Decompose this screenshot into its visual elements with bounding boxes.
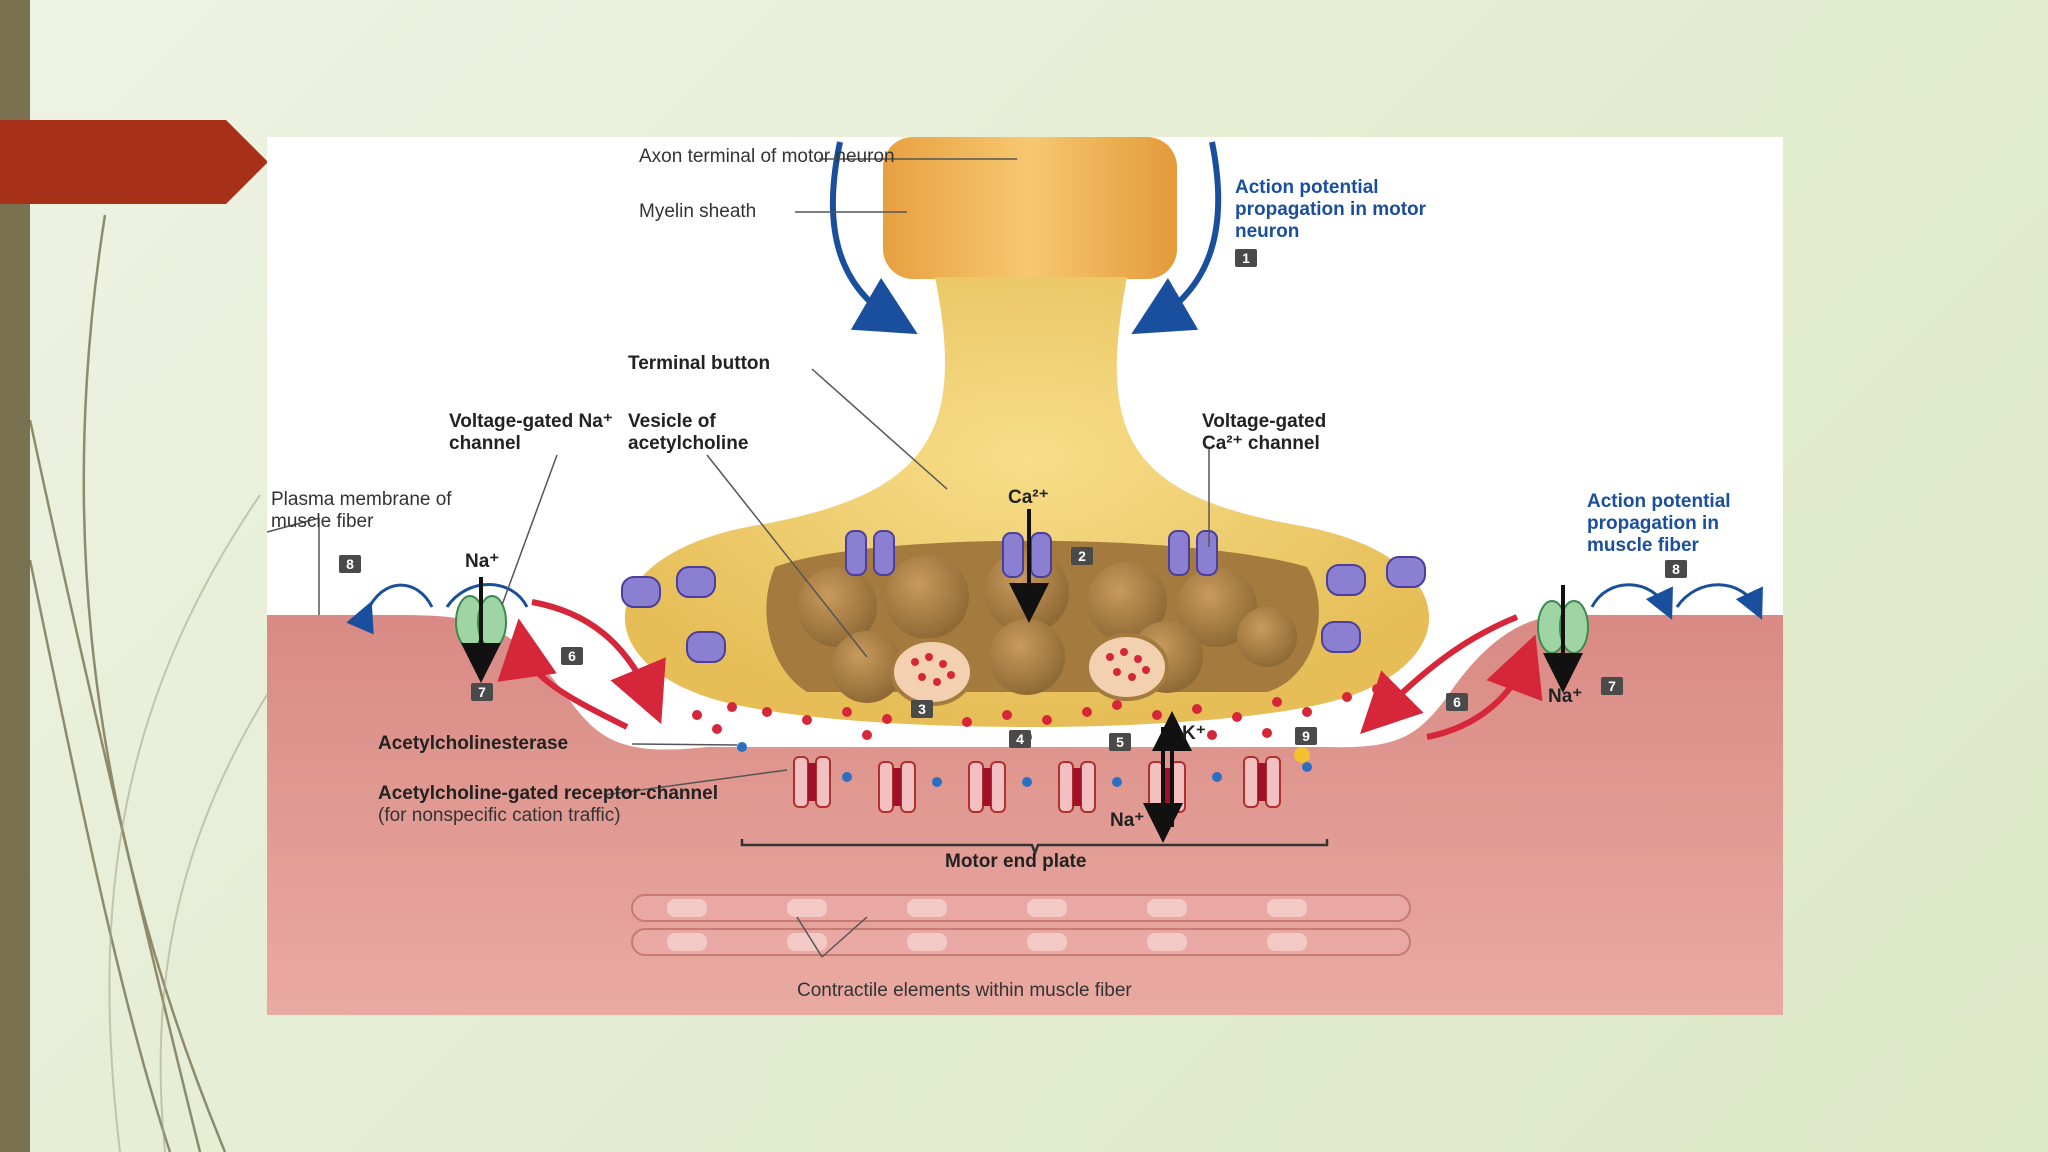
step-badge-8-left: 8 bbox=[339, 555, 361, 573]
label-ach-receptor-bold: Acetylcholine-gated receptor-channel bbox=[378, 783, 718, 804]
label-acetylcholinesterase: Acetylcholinesterase bbox=[378, 733, 569, 754]
label-voltage-gated-ca: Voltage-gated Ca²⁺ channel bbox=[1202, 411, 1327, 454]
label-na-ion-left: Na⁺ bbox=[465, 551, 500, 572]
acetylcholinesterase-molecules bbox=[737, 742, 1312, 787]
step-badge-6-right: 6 bbox=[1446, 693, 1468, 711]
label-myelin-sheath: Myelin sheath bbox=[639, 201, 757, 222]
ap-muscle-right-2 bbox=[1675, 583, 1763, 620]
ap-arrow-left bbox=[829, 141, 918, 335]
membrane-proteins bbox=[621, 556, 1426, 663]
ap-arrow-right bbox=[1131, 141, 1222, 335]
label-contractile-elements: Contractile elements within muscle fiber bbox=[797, 980, 1132, 1001]
motor-end-plate-bracket bbox=[740, 839, 1329, 857]
label-motor-end-plate: Motor end plate bbox=[945, 851, 1087, 872]
label-k-ion: K⁺ bbox=[1182, 723, 1206, 744]
ach-receptor-channels bbox=[793, 756, 1281, 813]
label-ach-receptor-rest: (for nonspecific cation traffic) bbox=[378, 805, 621, 826]
label-ap-motor-neuron: Action potential propagation in motor ne… bbox=[1235, 177, 1427, 242]
ap-muscle-left-2 bbox=[445, 583, 529, 608]
step-badge-8-right: 8 bbox=[1665, 560, 1687, 578]
ap-muscle-right-1 bbox=[1590, 583, 1673, 620]
red-arrow-left-out bbox=[531, 599, 666, 725]
step-badge-3: 3 bbox=[911, 700, 933, 718]
step-badge-7-left: 7 bbox=[471, 683, 493, 701]
label-na-ion-center: Na⁺ bbox=[1110, 810, 1145, 831]
label-voltage-gated-na: Voltage-gated Na⁺ channel bbox=[449, 411, 613, 454]
step9-breakdown bbox=[1294, 747, 1310, 763]
myelin-sheath bbox=[883, 137, 1177, 279]
neuromuscular-junction-figure: Axon terminal of motor neuron Myelin she… bbox=[267, 137, 1783, 1015]
step-badge-7-right: 7 bbox=[1601, 677, 1623, 695]
step-badge-6-left: 6 bbox=[561, 647, 583, 665]
label-na-ion-right: Na⁺ bbox=[1548, 686, 1583, 707]
red-arrow-right-out bbox=[1360, 614, 1519, 734]
diagram-art bbox=[267, 137, 1783, 1015]
red-arrow-right-in bbox=[1426, 634, 1543, 740]
ca-channels bbox=[845, 530, 1218, 578]
label-axon-terminal: Axon terminal of motor neuron bbox=[639, 146, 895, 167]
na-channel-right bbox=[1537, 600, 1589, 654]
ach-vesicles-releasing bbox=[890, 633, 1169, 706]
label-vesicle-ach: Vesicle of acetylcholine bbox=[628, 411, 749, 454]
ap-muscle-left-1 bbox=[346, 583, 434, 635]
label-plasma-membrane: Plasma membrane of muscle fiber bbox=[271, 489, 452, 532]
red-arrow-left-in bbox=[497, 618, 629, 730]
step-badge-2: 2 bbox=[1071, 547, 1093, 565]
label-ap-muscle-fiber: Action potential propagation in muscle f… bbox=[1587, 491, 1731, 556]
step-badge-9: 9 bbox=[1295, 727, 1317, 745]
step-badge-4: 4 bbox=[1009, 730, 1031, 748]
slide-accent-tab bbox=[0, 120, 268, 204]
label-ca-ion: Ca²⁺ bbox=[1008, 487, 1049, 508]
contractile-elements bbox=[631, 894, 1411, 956]
step-badge-1: 1 bbox=[1235, 249, 1257, 267]
decorative-curves bbox=[28, 214, 271, 1152]
label-terminal-button: Terminal button bbox=[628, 353, 771, 374]
step-badge-5: 5 bbox=[1109, 733, 1131, 751]
